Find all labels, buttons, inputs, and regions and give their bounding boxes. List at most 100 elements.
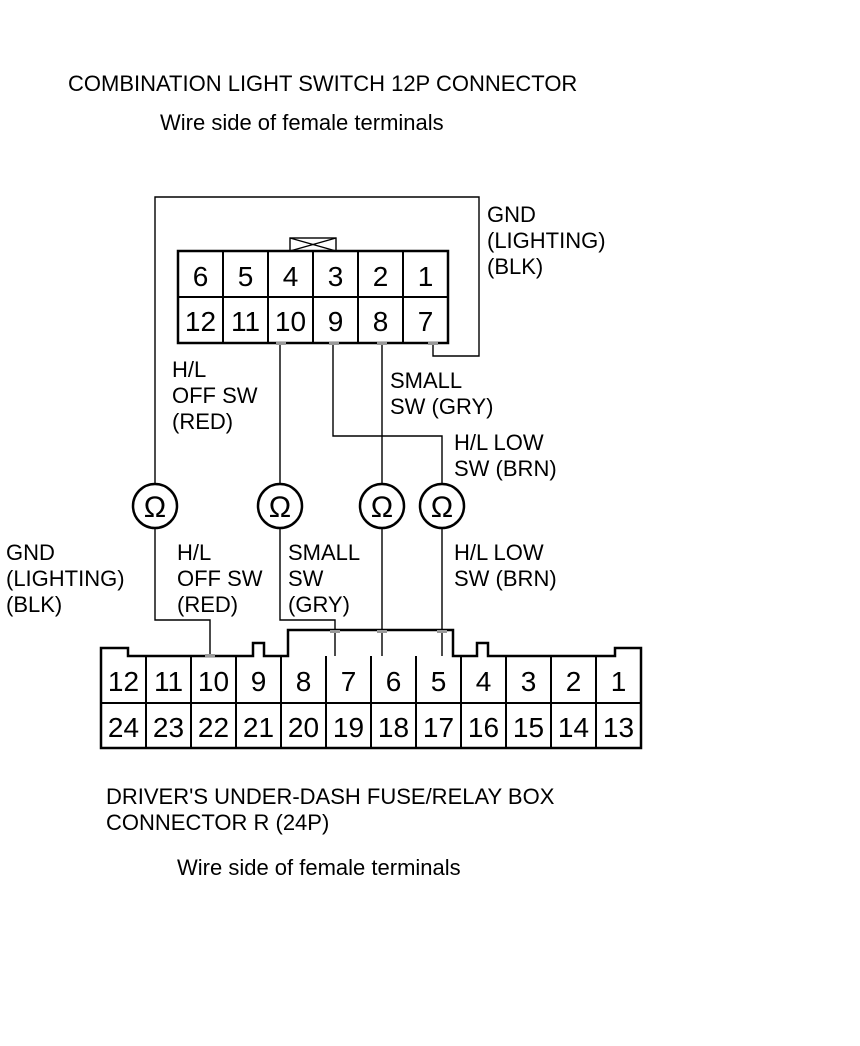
label-line: (RED) <box>177 592 238 617</box>
label-line: OFF SW <box>172 383 258 408</box>
bottom-pin-label: 17 <box>423 712 454 743</box>
bottom-pin-label: 1 <box>611 666 627 697</box>
wire-gnd-top <box>154 196 480 486</box>
bottom-pin-label: 3 <box>521 666 537 697</box>
probe-tip <box>377 342 387 345</box>
bottom-pin-label: 8 <box>296 666 312 697</box>
bottom-pin-label: 18 <box>378 712 409 743</box>
label-line: GND <box>487 202 536 227</box>
label-small-top: SMALL SW (GRY) <box>390 368 493 419</box>
label-line: (LIGHTING) <box>6 566 125 591</box>
top-pin-label: 7 <box>418 306 434 337</box>
top-pin-label: 10 <box>275 306 306 337</box>
ohmmeter-small: Ω <box>358 482 406 530</box>
label-line: H/L <box>172 357 206 382</box>
bottom-pin-label: 16 <box>468 712 499 743</box>
bottom-pin-label: 12 <box>108 666 139 697</box>
bottom-pin-label: 13 <box>603 712 634 743</box>
probe-tip <box>428 342 438 345</box>
top-pin-label: 6 <box>193 261 209 292</box>
bottom-pin-label: 23 <box>153 712 184 743</box>
bottom-pin-label: 4 <box>476 666 492 697</box>
top-pin-label: 1 <box>418 261 434 292</box>
probe-tip <box>329 342 339 345</box>
bottom-connector-outline <box>99 628 643 750</box>
probe-tip <box>377 630 387 633</box>
wire-hl-off-bottom <box>279 527 336 656</box>
ohmmeter-hl-low: Ω <box>418 482 466 530</box>
bottom-pin-label: 7 <box>341 666 357 697</box>
wire-gnd-bottom <box>154 527 211 656</box>
label-hl-off-bottom: H/L OFF SW (RED) <box>177 540 263 617</box>
label-hl-off-top: H/L OFF SW (RED) <box>172 357 258 434</box>
top-pin-label: 9 <box>328 306 344 337</box>
label-line: H/L LOW <box>454 540 544 565</box>
label-line: (LIGHTING) <box>487 228 606 253</box>
probe-tip <box>437 630 447 633</box>
bottom-pin-label: 9 <box>251 666 267 697</box>
top-pin-label: 3 <box>328 261 344 292</box>
label-line: SW <box>288 566 324 591</box>
bottom-pin-label: 24 <box>108 712 139 743</box>
bottom-connector-title-line2: CONNECTOR R (24P) <box>106 810 329 835</box>
label-line: H/L LOW <box>454 430 544 455</box>
probe-tip <box>330 630 340 633</box>
label-line: (BLK) <box>487 254 543 279</box>
label-line: SW (GRY) <box>390 394 493 419</box>
test-wires <box>154 196 480 657</box>
wire-hl-low-top <box>332 343 443 486</box>
label-hl-low-top: H/L LOW SW (BRN) <box>454 430 557 481</box>
top-pin-label: 5 <box>238 261 254 292</box>
label-line: (GRY) <box>288 592 350 617</box>
ohmmeter-circle <box>131 482 179 530</box>
top-connector-subtitle: Wire side of female terminals <box>160 110 444 135</box>
label-line: (RED) <box>172 409 233 434</box>
bottom-pin-label: 5 <box>431 666 447 697</box>
bottom-pin-label: 2 <box>566 666 582 697</box>
label-hl-low-bottom: H/L LOW SW (BRN) <box>454 540 557 591</box>
top-connector-title: COMBINATION LIGHT SWITCH 12P CONNECTOR <box>68 71 577 96</box>
label-small-bottom: SMALL SW (GRY) <box>288 540 360 617</box>
label-gnd-top: GND (LIGHTING) (BLK) <box>487 202 606 279</box>
ohmmeter-circle <box>256 482 304 530</box>
ohmmeter-gnd: Ω <box>131 482 179 530</box>
ohm-symbol: Ω <box>269 491 291 524</box>
bottom-pin-label: 20 <box>288 712 319 743</box>
label-line: SW (BRN) <box>454 456 557 481</box>
label-line: H/L <box>177 540 211 565</box>
bottom-connector-subtitle: Wire side of female terminals <box>177 855 461 880</box>
top-connector-grid <box>178 251 448 343</box>
top-pin-label: 11 <box>231 306 260 337</box>
label-gnd-bottom: GND (LIGHTING) (BLK) <box>6 540 125 617</box>
ohmmeter-circle <box>418 482 466 530</box>
top-pin-label: 4 <box>283 261 299 292</box>
bottom-connector-title: DRIVER'S UNDER-DASH FUSE/RELAY BOX <box>106 784 555 809</box>
bottom-connector-grid <box>145 656 597 748</box>
label-line: SW (BRN) <box>454 566 557 591</box>
probe-tip <box>276 342 286 345</box>
probe-tip <box>205 654 215 657</box>
ohm-symbol: Ω <box>431 491 453 524</box>
bottom-pin-label: 21 <box>243 712 274 743</box>
top-pin-label: 2 <box>373 261 389 292</box>
bottom-pin-label: 6 <box>386 666 402 697</box>
bottom-pin-label: 19 <box>333 712 364 743</box>
bottom-pin-label: 22 <box>198 712 229 743</box>
label-line: SMALL <box>390 368 462 393</box>
label-line: SMALL <box>288 540 360 565</box>
top-pin-label: 8 <box>373 306 389 337</box>
bottom-pin-label: 10 <box>198 666 229 697</box>
ohmmeter-circle <box>358 482 406 530</box>
latch-cross-line <box>289 237 337 252</box>
bottom-pin-label: 15 <box>513 712 544 743</box>
top-pin-label: 12 <box>185 306 216 337</box>
ohm-symbol: Ω <box>371 491 393 524</box>
label-line: (BLK) <box>6 592 62 617</box>
label-line: GND <box>6 540 55 565</box>
bottom-pin-label: 14 <box>558 712 589 743</box>
